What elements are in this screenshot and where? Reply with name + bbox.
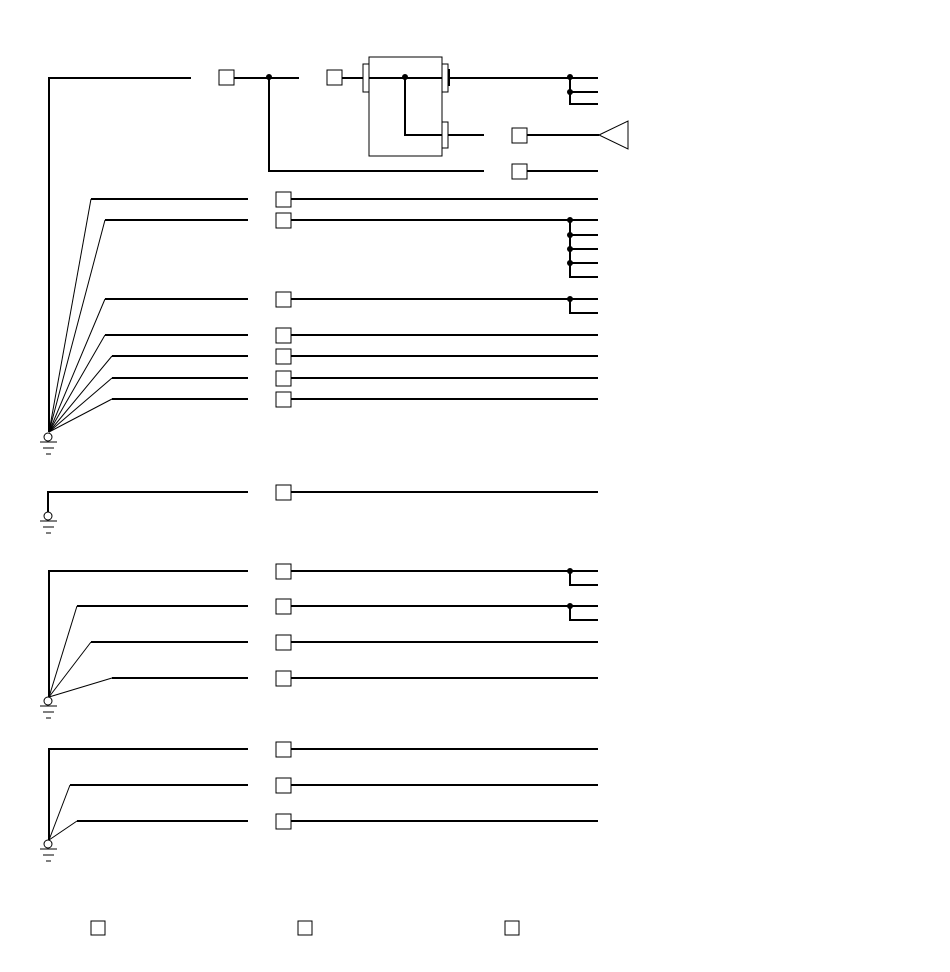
ground-group-3 [40, 563, 598, 719]
fan-wire [48, 377, 113, 433]
relay-contact-right [441, 63, 449, 93]
wire [48, 748, 248, 840]
fan-wire [48, 355, 113, 433]
connector-box [511, 127, 528, 144]
connector-box [275, 212, 292, 229]
splice-dot [402, 74, 408, 80]
wire-top-feed [48, 77, 191, 432]
splice-dot [266, 74, 272, 80]
legend [90, 920, 520, 936]
wire-relay-out-branches [569, 78, 598, 105]
wire [47, 491, 248, 512]
wire [48, 570, 248, 697]
connector-box [275, 191, 292, 208]
connector-box [275, 370, 292, 387]
ground-group-4 [40, 741, 598, 862]
connector-box [511, 163, 528, 180]
connector-box [275, 813, 292, 830]
fan-wire [48, 605, 78, 698]
relay-contact-lower [441, 121, 449, 149]
relay-contact-left [362, 63, 370, 93]
ground-group-2 [40, 484, 598, 534]
connector-box [218, 69, 235, 86]
ground-icon [40, 432, 57, 455]
connector-box [275, 563, 292, 580]
connector-box [275, 598, 292, 615]
connector-box [326, 69, 343, 86]
output-triangle-icon [597, 120, 629, 150]
wire-branch [569, 299, 598, 314]
connector-box [275, 634, 292, 651]
connector-box [275, 348, 292, 365]
splice-dot [567, 246, 573, 252]
fan-wire [48, 219, 106, 433]
splice-dot [567, 603, 573, 609]
splice-dot [567, 217, 573, 223]
splice-dot [567, 296, 573, 302]
splice-dot [567, 232, 573, 238]
wire-branches [569, 220, 598, 278]
fan-wire [48, 641, 92, 698]
connector-box [275, 291, 292, 308]
fan-wire [48, 298, 106, 433]
fan-wire [48, 784, 71, 841]
ground-icon [40, 696, 57, 719]
connector-box [275, 484, 292, 501]
wire-relay-internal [404, 78, 442, 136]
fan-wire [48, 198, 92, 433]
relay-circuit [48, 56, 629, 432]
wire-top-branch-down [268, 78, 484, 172]
connector-box [275, 741, 292, 758]
legend-box [297, 920, 313, 936]
ground-icon [40, 839, 57, 862]
splice-dot [567, 89, 573, 95]
ground-group-1 [40, 191, 598, 455]
wire-branch [569, 571, 598, 586]
connector-box [275, 391, 292, 408]
legend-box [504, 920, 520, 936]
connector-box [275, 327, 292, 344]
splice-dot [567, 74, 573, 80]
fan-wire [48, 677, 113, 698]
fan-wire [48, 334, 106, 433]
fan-wire [48, 398, 113, 433]
legend-box [90, 920, 106, 936]
connector-box [275, 670, 292, 687]
splice-dot [567, 260, 573, 266]
ground-icon [40, 511, 57, 534]
connector-box [275, 777, 292, 794]
wire-branch [569, 606, 598, 621]
splice-dot [567, 568, 573, 574]
fan-wire [48, 820, 78, 841]
